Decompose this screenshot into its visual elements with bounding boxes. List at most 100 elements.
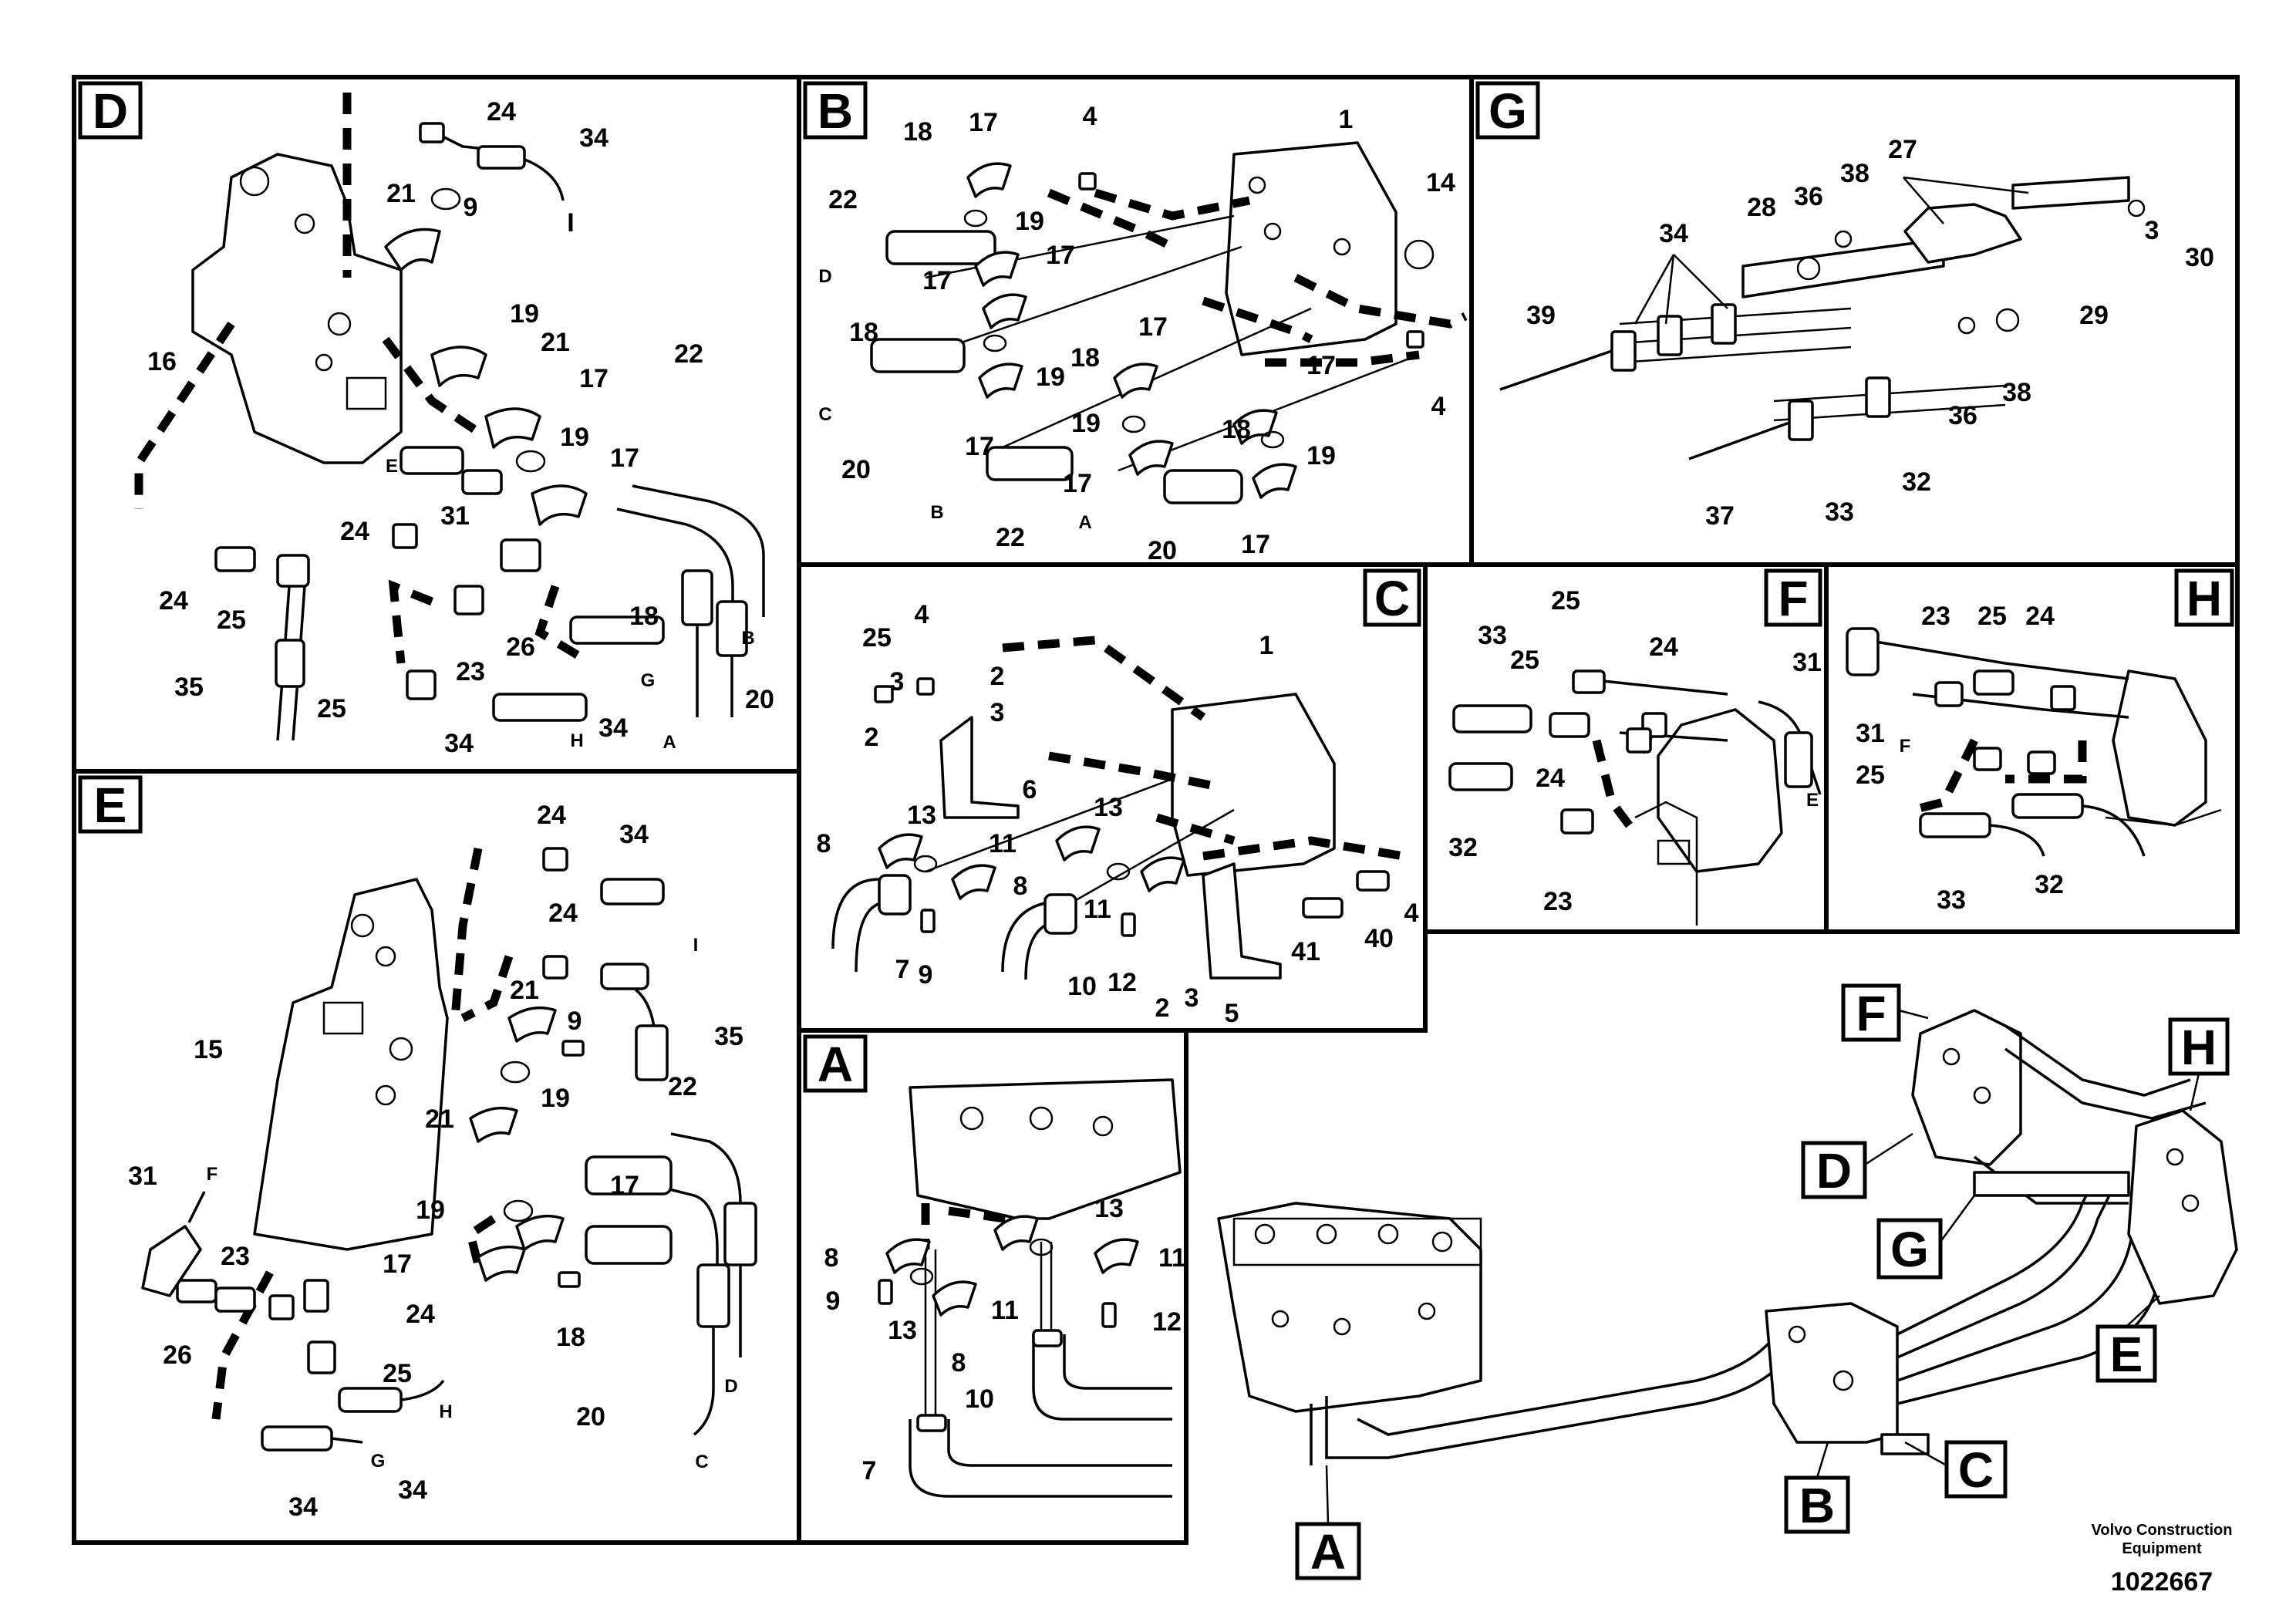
- part-number-label: F: [1900, 736, 1911, 757]
- section-g-letter: G: [1489, 83, 1527, 139]
- part-number-label: 13: [888, 1316, 917, 1345]
- part-number-label: 4: [915, 600, 929, 629]
- part-number-label: 25: [862, 623, 892, 653]
- part-number-label: 28: [1747, 193, 1776, 222]
- part-number-label: 23: [221, 1242, 250, 1271]
- part-number-label: 10: [1067, 972, 1097, 1001]
- part-number-label: 32: [2035, 870, 2064, 899]
- part-number-label: 22: [674, 339, 703, 369]
- part-number-label: 34: [1659, 219, 1688, 248]
- part-number-label: E: [386, 456, 398, 477]
- part-number-label: E: [1806, 790, 1819, 811]
- callout-f: F: [1856, 986, 1886, 1041]
- part-number-label: 24: [159, 586, 188, 615]
- part-number-label: 24: [548, 899, 578, 928]
- part-number-label: H: [570, 730, 583, 751]
- callout-d: D: [1816, 1143, 1852, 1199]
- part-number-label: 20: [576, 1402, 605, 1431]
- part-number-label: 39: [1526, 301, 1556, 330]
- part-number-label: 6: [1023, 775, 1037, 804]
- part-number-label: 19: [1071, 409, 1101, 438]
- part-number-label: B: [741, 628, 754, 649]
- callout-e: E: [2110, 1327, 2143, 1382]
- part-number-label: 3: [1185, 983, 1199, 1013]
- part-number-label: 20: [841, 455, 871, 484]
- part-number-label: 31: [1856, 719, 1885, 748]
- section-h: H 23 25 24 31 F 25 33 32: [1846, 568, 2234, 915]
- part-number-label: 9: [464, 193, 478, 222]
- part-number-label: 17: [1138, 312, 1168, 342]
- part-number-label: 18: [556, 1323, 585, 1352]
- section-f: F 33 25 25 24 31 E 24 32 23: [1448, 568, 1822, 926]
- part-number-label: F: [207, 1164, 218, 1185]
- part-number-label: B: [930, 502, 943, 523]
- callout-b: B: [1799, 1478, 1835, 1533]
- part-number-label: 18: [629, 602, 659, 631]
- callout-g: G: [1890, 1222, 1929, 1277]
- brand-line-1: Volvo Construction: [2092, 1522, 2233, 1539]
- part-number-label: 4: [1083, 102, 1097, 131]
- drawing-number: 1022667: [2111, 1567, 2213, 1597]
- machine-overview: F H D G E C B A: [1217, 983, 2238, 1580]
- section-e-letter: E: [94, 777, 127, 833]
- part-number-label: 13: [907, 801, 936, 830]
- part-number-label: 9: [919, 960, 933, 990]
- part-number-label: 23: [1921, 602, 1950, 631]
- part-number-label: 24: [1649, 632, 1678, 662]
- part-number-label: 4: [1431, 392, 1446, 421]
- part-number-label: 34: [598, 713, 628, 743]
- part-number-label: 17: [610, 1171, 639, 1200]
- part-number-label: 24: [487, 97, 516, 126]
- part-number-label: 34: [444, 729, 474, 758]
- part-number-label: 8: [817, 829, 831, 858]
- brand-line-2: Equipment: [2122, 1540, 2202, 1557]
- part-number-label: 35: [714, 1022, 743, 1051]
- part-number-label: 23: [1543, 887, 1573, 916]
- part-number-label: H: [439, 1401, 452, 1422]
- part-number-label: 25: [1856, 760, 1885, 790]
- part-number-label: 7: [862, 1456, 877, 1485]
- part-number-label: A: [1078, 512, 1091, 533]
- section-b-letter: B: [818, 83, 853, 139]
- part-number-label: 31: [1792, 648, 1822, 677]
- section-a: A 13 8 11 9 13 8 11 12 10 7: [803, 1034, 1186, 1498]
- section-d-letter: D: [93, 83, 128, 139]
- section-g: G 27 36 38 34 28 3 30 39 29 36: [1475, 81, 2214, 531]
- part-number-label: G: [641, 670, 656, 691]
- part-number-label: 1: [1339, 105, 1354, 134]
- part-number-label: 19: [416, 1195, 445, 1225]
- part-number-label: 38: [1840, 159, 1870, 188]
- part-number-label: C: [818, 404, 831, 425]
- part-number-label: G: [371, 1451, 386, 1472]
- part-number-label: 21: [510, 976, 539, 1005]
- part-number-label: 19: [1306, 441, 1336, 470]
- part-number-label: 18: [1222, 415, 1251, 444]
- part-number-label: 19: [1036, 363, 1065, 392]
- part-number-label: 22: [828, 185, 858, 214]
- part-number-label: 32: [1448, 833, 1478, 862]
- part-number-label: 22: [668, 1072, 697, 1101]
- section-b: B 18 17 4: [803, 81, 1468, 565]
- part-number-label: 41: [1291, 937, 1320, 966]
- part-number-label: 33: [1937, 885, 1966, 915]
- part-number-label: 3: [990, 698, 1005, 727]
- part-number-label: 8: [952, 1348, 966, 1378]
- part-number-label: 33: [1825, 497, 1854, 527]
- part-number-label: 11: [991, 1296, 1019, 1325]
- part-number-label: 1: [1259, 631, 1274, 660]
- part-number-label: 2: [865, 723, 879, 752]
- part-number-label: 3: [2145, 216, 2159, 245]
- part-number-label: 19: [541, 1084, 570, 1113]
- part-number-label: 10: [965, 1384, 994, 1414]
- section-a-letter: A: [818, 1037, 853, 1092]
- part-number-label: 8: [1013, 872, 1028, 901]
- part-number-label: 25: [1510, 646, 1539, 675]
- section-f-letter: F: [1778, 571, 1808, 626]
- section-h-letter: H: [2186, 571, 2222, 626]
- part-number-label: 17: [579, 364, 609, 393]
- part-number-label: 24: [406, 1300, 435, 1329]
- part-number-label: D: [724, 1376, 737, 1397]
- part-number-label: 20: [745, 685, 774, 714]
- part-number-label: 36: [1794, 182, 1823, 211]
